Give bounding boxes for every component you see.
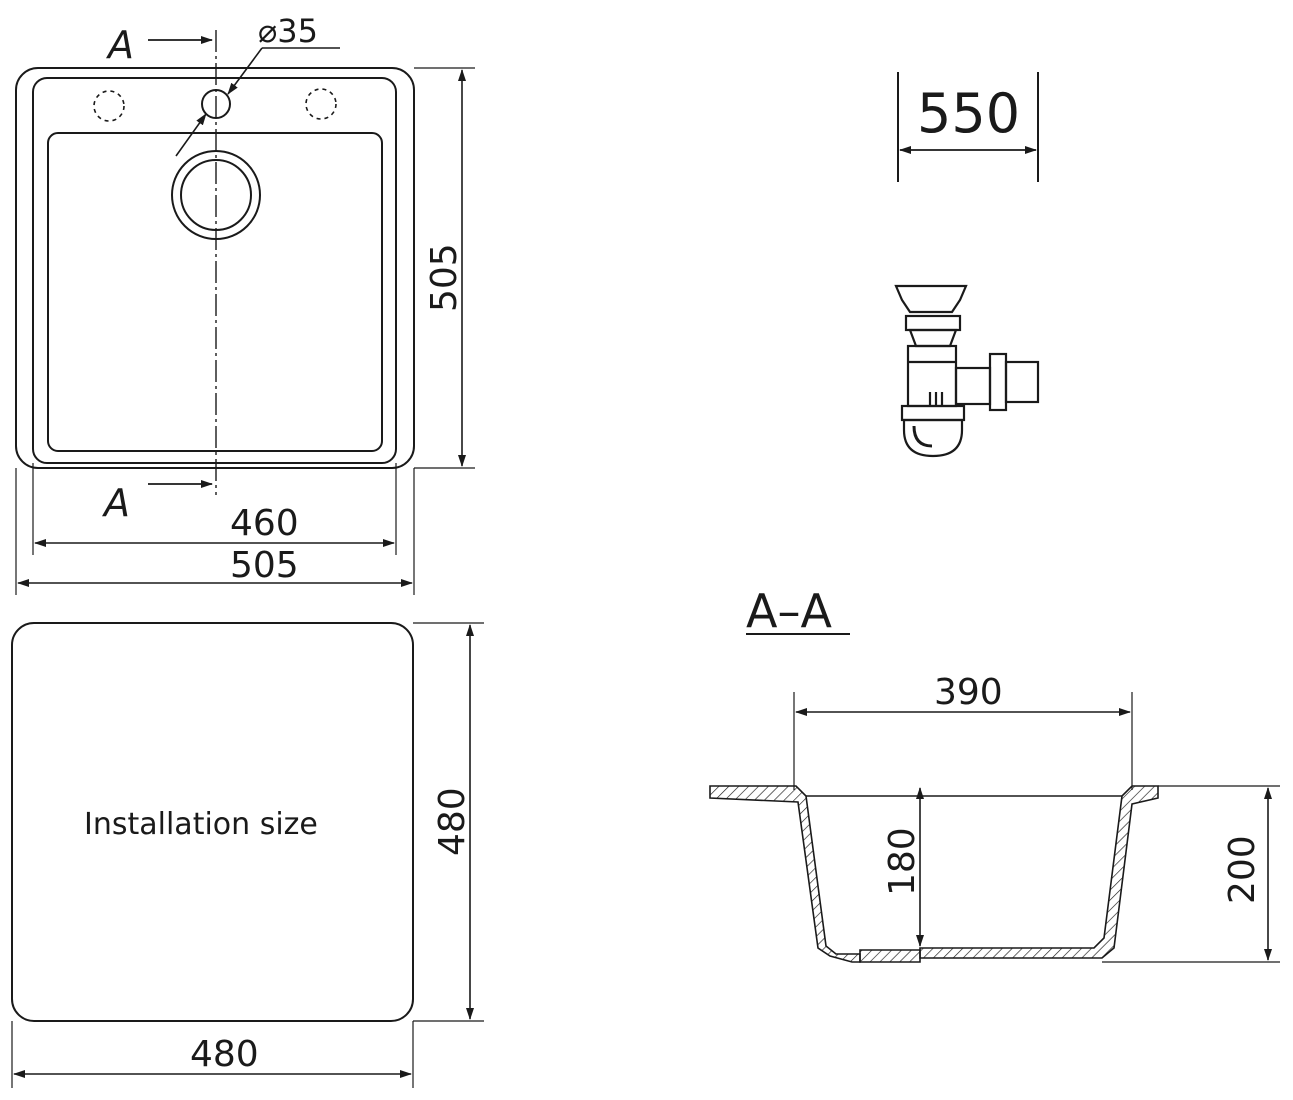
section-a-a: A–A 390 180 200 <box>709 584 1280 963</box>
sink-bowl-outline <box>47 132 383 452</box>
sec-dim-180-label: 180 <box>882 827 923 896</box>
cabinet-size: 550 <box>897 72 1039 182</box>
section-mark-top: A <box>105 23 134 67</box>
installation-size-label: Installation size <box>84 807 318 842</box>
cabinet-dim-label: 550 <box>917 82 1020 145</box>
cutout-outline <box>11 622 414 1022</box>
tap-hole-left-optional <box>93 90 125 122</box>
dim-width-505-label: 505 <box>230 545 299 586</box>
sink-wall-left <box>709 785 861 963</box>
tap-hole-right-optional <box>305 88 337 120</box>
diameter-leader-up <box>175 113 207 157</box>
siphon-icon <box>894 284 1040 458</box>
sec-dim-390-label: 390 <box>934 672 1003 713</box>
sink-top-view: A A ⌀35 505 460 505 <box>15 12 475 595</box>
diameter-leader-down <box>227 47 263 95</box>
sink-rim-outline <box>32 77 397 464</box>
inst-dim-height-label: 480 <box>432 787 473 856</box>
sink-outer-outline <box>15 67 415 469</box>
dim-height-505-label: 505 <box>424 243 465 312</box>
installation-size-view: Installation size 480 480 <box>11 622 484 1088</box>
sink-bottom-drain <box>859 949 921 963</box>
dim-width-460-label: 460 <box>230 503 299 544</box>
inst-dim-width-label: 480 <box>190 1034 259 1075</box>
section-title: A–A <box>746 584 832 638</box>
sec-dim-200-label: 200 <box>1222 835 1263 904</box>
section-mark-bottom: A <box>101 481 130 525</box>
sink-wall-right <box>919 785 1159 959</box>
hole-diameter-label: ⌀35 <box>258 12 318 50</box>
